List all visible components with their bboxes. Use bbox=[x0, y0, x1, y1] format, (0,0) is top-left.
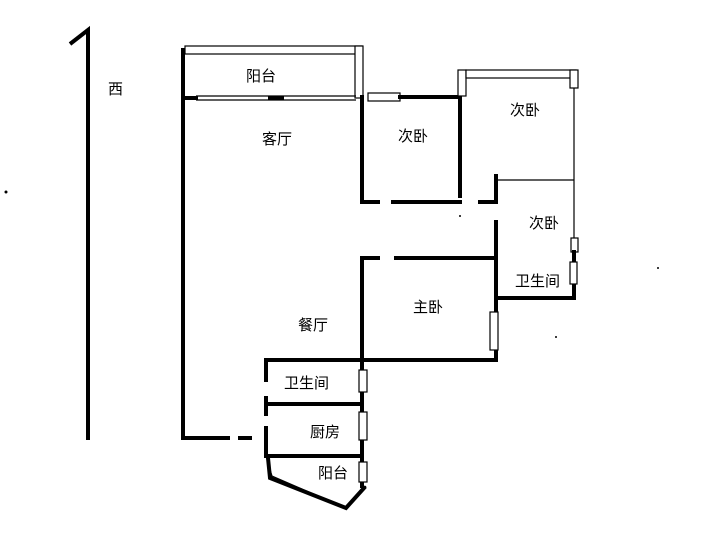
label-balcony-top: 阳台 bbox=[246, 67, 276, 85]
compass-arrow bbox=[68, 25, 90, 440]
label-master-bedroom: 主卧 bbox=[413, 298, 443, 316]
label-bedroom-c: 次卧 bbox=[529, 214, 559, 232]
window-bedroom-b bbox=[457, 69, 579, 97]
dot-2 bbox=[657, 267, 659, 269]
label-balcony-bottom: 阳台 bbox=[318, 464, 348, 482]
label-living-room: 客厅 bbox=[262, 130, 292, 148]
window-balcony-bottom bbox=[358, 461, 368, 483]
label-bedroom-b: 次卧 bbox=[510, 101, 540, 119]
label-bathroom-right: 卫生间 bbox=[515, 272, 560, 290]
window-master bbox=[489, 311, 499, 351]
window-bath-right bbox=[569, 261, 578, 285]
label-kitchen: 厨房 bbox=[310, 423, 340, 441]
label-bedroom-a: 次卧 bbox=[398, 127, 428, 145]
stray-dot bbox=[4, 190, 8, 194]
label-dining-room: 餐厅 bbox=[298, 316, 328, 334]
dot-1 bbox=[459, 215, 461, 217]
window-kitchen bbox=[358, 411, 368, 441]
dot-3 bbox=[555, 336, 557, 338]
compass-label: 西 bbox=[108, 80, 123, 98]
label-bathroom-left: 卫生间 bbox=[284, 374, 329, 392]
balcony-bottom-outline bbox=[265, 455, 367, 511]
window-bedroom-a bbox=[367, 92, 401, 102]
window-bedroom-c bbox=[570, 237, 579, 253]
window-bath-left bbox=[358, 369, 368, 393]
